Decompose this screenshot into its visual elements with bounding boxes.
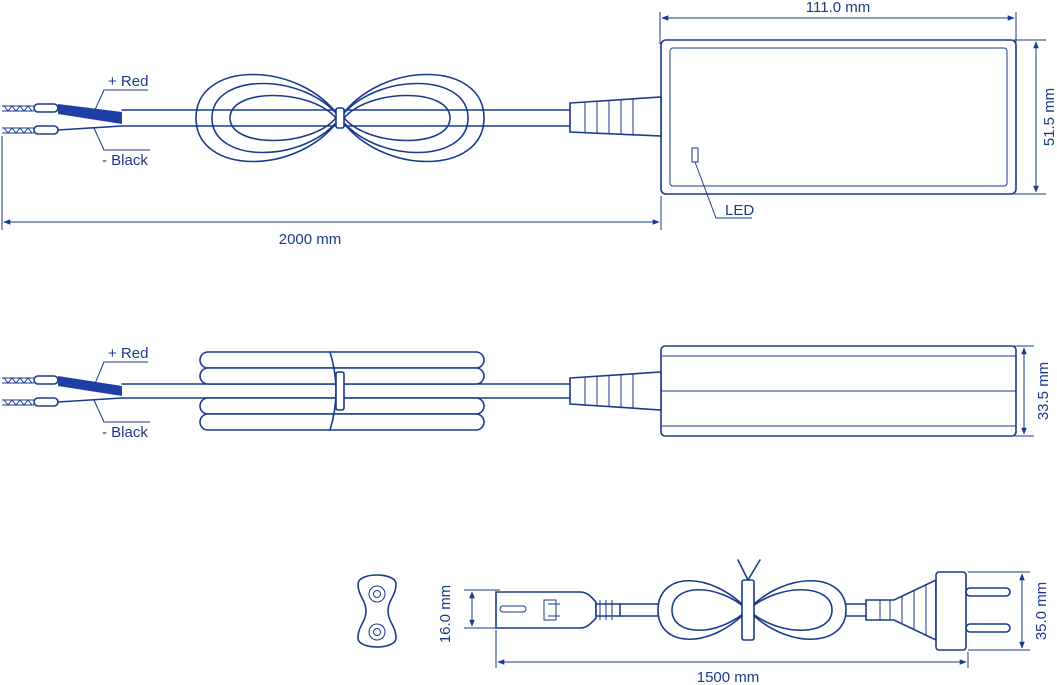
- connector-height-dimension: 16.0 mm: [437, 585, 500, 643]
- led-label: LED: [725, 202, 754, 219]
- height-dimension: 51.5 mm: [1014, 39, 1057, 195]
- adapter-face: [669, 47, 1008, 187]
- plug-height-label: 35.0 mm: [1033, 582, 1050, 640]
- side-cable-coil: [199, 351, 485, 431]
- mains-cable: 16.0 mm: [357, 559, 1050, 685]
- top-view: 111.0 mm 51.5 mm LED: [1, 0, 1057, 248]
- side-height-label: 33.5 mm: [1035, 362, 1052, 420]
- mains-length-label: 1500 mm: [697, 669, 760, 685]
- cable-coil: [195, 73, 485, 163]
- width-dimension: 111.0 mm: [659, 0, 1017, 44]
- mains-cable-coil: [657, 559, 847, 641]
- width-label: 111.0 mm: [806, 0, 870, 16]
- wire-ends: + Red - Black: [2, 73, 150, 169]
- c7-socket-face: [357, 574, 397, 648]
- red-wire: [58, 104, 122, 124]
- side-height-dimension: 33.5 mm: [1014, 345, 1052, 437]
- side-black-label: - Black: [102, 424, 148, 441]
- led-leader: [694, 161, 752, 219]
- black-label: - Black: [102, 152, 148, 169]
- mains-length-dimension: 1500 mm: [495, 630, 969, 685]
- black-wire: [57, 125, 123, 131]
- side-view: 33.5 mm: [2, 345, 1052, 441]
- plug-height-dimension: 35.0 mm: [968, 571, 1050, 651]
- red-label: + Red: [108, 73, 148, 90]
- connector-height-label: 16.0 mm: [437, 585, 454, 643]
- adapter-body: [660, 39, 1017, 195]
- euro-plug: [865, 571, 1011, 651]
- height-label: 51.5 mm: [1041, 88, 1057, 146]
- cable-length-dimension: 2000 mm: [1, 136, 662, 248]
- side-red-label: + Red: [108, 345, 148, 362]
- cable-length-label: 2000 mm: [279, 231, 342, 248]
- strain-relief: [569, 96, 662, 137]
- c7-connector: [495, 591, 621, 629]
- side-strain-relief: [569, 371, 662, 411]
- side-wire-ends: + Red - Black: [2, 345, 150, 441]
